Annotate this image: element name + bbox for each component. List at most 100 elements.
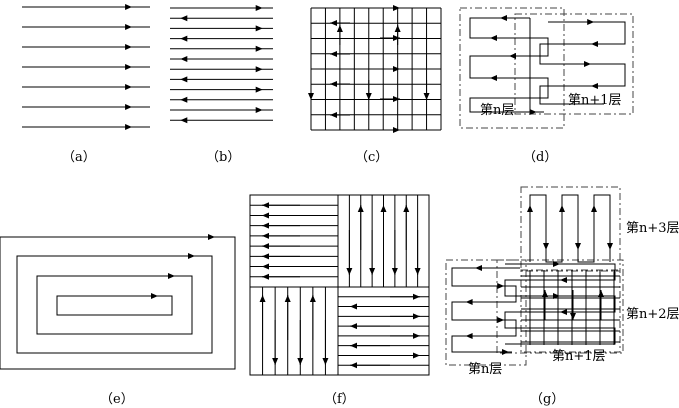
- arrowhead: [369, 268, 376, 275]
- arrowhead: [262, 222, 269, 229]
- arrowhead: [553, 261, 560, 267]
- arrowhead: [125, 84, 133, 90]
- arrowhead: [309, 295, 316, 302]
- arrowhead: [272, 358, 279, 365]
- arrowhead: [262, 263, 269, 270]
- layer-n1-boundary: [514, 13, 634, 115]
- contour-inner: [56, 295, 173, 316]
- caption-e: （e）: [100, 392, 134, 407]
- arrowhead: [393, 5, 400, 11]
- arrowhead: [490, 75, 497, 81]
- contour-3: [36, 275, 193, 335]
- caption-a: （a）: [62, 150, 96, 165]
- arrowhead: [542, 290, 548, 297]
- layer-n-boundary: [445, 259, 527, 366]
- arrowhead: [465, 299, 473, 305]
- arrowhead: [559, 205, 565, 212]
- panel-b-bidirectional: [170, 5, 273, 124]
- arrowhead: [297, 358, 304, 365]
- arrowhead: [393, 66, 400, 72]
- arrowhead: [125, 44, 133, 50]
- arrowhead: [330, 51, 337, 57]
- arrowhead: [414, 268, 421, 275]
- arrowhead: [591, 83, 598, 89]
- arrowhead: [180, 117, 188, 124]
- arrowhead: [262, 253, 269, 260]
- arrowhead: [188, 253, 195, 259]
- arrowhead: [125, 124, 133, 130]
- arrowhead: [598, 290, 604, 297]
- panel-g-multilayer: [445, 186, 624, 366]
- arrowhead: [125, 24, 133, 30]
- layer-n1-boundary: [496, 259, 624, 354]
- arrowhead: [403, 205, 410, 212]
- arrowhead: [423, 93, 430, 100]
- arrowhead: [591, 41, 598, 47]
- caption-c: （c）: [355, 150, 388, 165]
- label-d-layer-n: 第n层: [480, 103, 514, 118]
- contour-2: [16, 255, 213, 354]
- arrowhead: [393, 35, 400, 41]
- arrowhead: [125, 4, 133, 10]
- arrowhead: [465, 333, 473, 339]
- panel-e-contour-offset: [0, 234, 236, 370]
- arrowhead: [330, 81, 337, 87]
- arrowhead: [475, 265, 482, 271]
- arrowhead: [350, 303, 357, 310]
- arrowhead: [125, 64, 133, 70]
- arrowhead: [284, 295, 291, 302]
- arrowhead: [350, 323, 357, 330]
- panel-c-crosshatch: [308, 5, 442, 133]
- arrowhead: [180, 96, 188, 103]
- arrowhead: [527, 205, 533, 212]
- arrowhead: [330, 112, 337, 118]
- arrowhead: [259, 295, 266, 302]
- arrowhead: [255, 66, 263, 73]
- arrowhead: [394, 25, 401, 32]
- layer-n-boundary: [459, 7, 565, 129]
- arrowhead: [255, 107, 263, 113]
- arrowhead: [262, 273, 269, 280]
- arrowhead: [255, 45, 263, 52]
- layer-n-path: [469, 17, 549, 113]
- arrowhead: [125, 104, 133, 110]
- contour-outer: [0, 236, 236, 370]
- arrowhead: [500, 15, 507, 21]
- arrowhead: [413, 313, 420, 320]
- arrowhead: [262, 212, 269, 219]
- island-outer: [249, 194, 430, 376]
- arrowhead: [262, 232, 269, 239]
- arrowhead: [208, 234, 215, 240]
- arrowhead: [570, 313, 576, 320]
- arrowhead: [560, 277, 567, 283]
- arrowhead: [607, 243, 613, 250]
- arrowhead: [380, 205, 387, 212]
- arrowhead: [413, 293, 420, 300]
- arrowhead: [350, 342, 357, 349]
- layer-n2-boundary: [520, 269, 621, 353]
- arrowhead: [330, 20, 337, 26]
- arrowhead: [336, 25, 343, 32]
- arrowhead: [180, 35, 188, 42]
- arrowhead: [502, 349, 509, 355]
- label-d-layer-n1: 第n+1层: [568, 93, 622, 108]
- label-g-layer-n3: 第n+3层: [626, 221, 679, 236]
- arrowhead: [357, 205, 364, 212]
- layer-n1-path: [539, 21, 626, 105]
- caption-g: （g）: [530, 392, 564, 407]
- arrowhead: [365, 93, 372, 100]
- layer-n1-path: [504, 263, 616, 345]
- caption-b: （b）: [206, 150, 240, 165]
- label-g-layer-n1: 第n+1层: [552, 349, 606, 364]
- arrowhead: [413, 332, 420, 339]
- arrowhead: [393, 96, 400, 102]
- panel-f-island-scan: [249, 194, 430, 376]
- arrowhead: [255, 25, 263, 32]
- panel-d-layered-serpentine: [459, 7, 634, 129]
- label-g-layer-n: 第n层: [468, 362, 502, 377]
- arrowhead: [591, 205, 597, 212]
- arrowhead: [413, 352, 420, 359]
- arrowhead: [322, 358, 329, 365]
- caption-d: （d）: [523, 150, 557, 165]
